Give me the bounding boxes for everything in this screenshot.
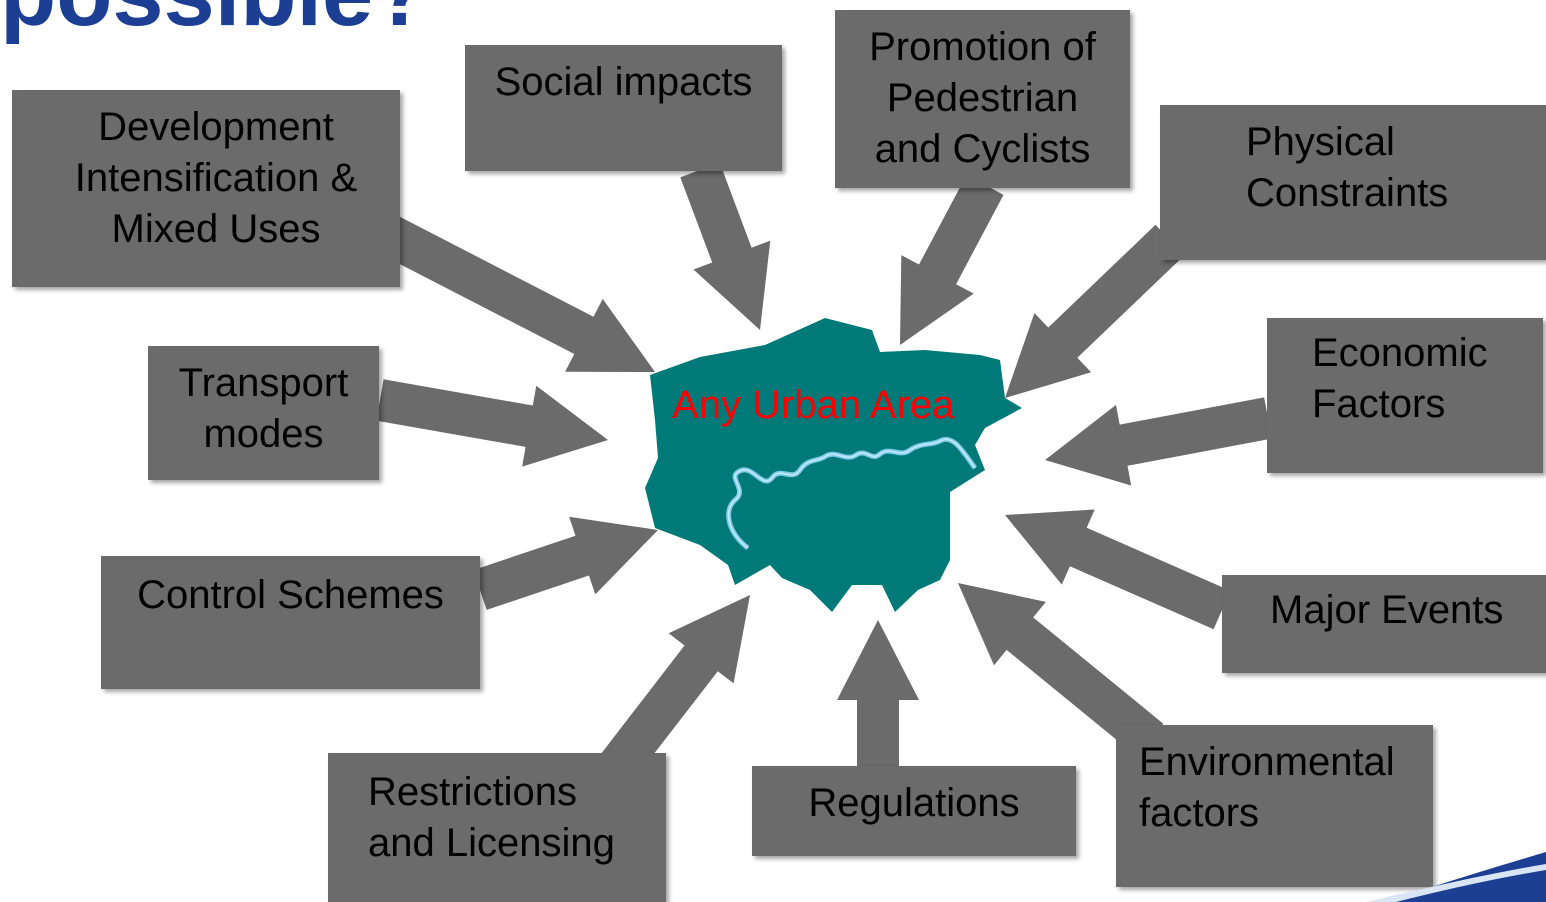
factor-box-development: Development Intensification & Mixed Uses [12, 90, 400, 287]
corner-swoosh-decoration [1366, 852, 1546, 902]
arrow-physical [1005, 224, 1185, 398]
urban-area-shape [645, 318, 1022, 612]
arrow-environmental [958, 583, 1164, 757]
arrow-economic [1045, 397, 1272, 486]
factor-box-economic: Economic Factors [1267, 318, 1543, 473]
urban-area-map [645, 318, 1022, 612]
arrow-control [473, 516, 658, 610]
factor-box-promotion: Promotion of Pedestrian and Cyclists [835, 10, 1130, 188]
factor-box-physical: Physical Constraints [1160, 105, 1546, 260]
arrow-regulations [837, 620, 919, 768]
factor-box-major-events: Major Events [1222, 575, 1546, 673]
factor-label-economic: Economic Factors [1312, 331, 1488, 426]
arrow-group [360, 162, 1272, 783]
factor-label-social: Social impacts [494, 60, 753, 104]
factor-box-environmental: Environmental factors [1116, 725, 1433, 887]
arrow-development [360, 206, 655, 372]
river-icon-highlight [727, 438, 976, 549]
factor-label-development: Development Intensification & Mixed Uses [74, 105, 358, 251]
factor-box-regulations: Regulations [752, 766, 1076, 856]
factor-box-control: Control Schemes [101, 556, 480, 689]
center-label: Any Urban Area [672, 383, 955, 427]
arrow-transport [376, 379, 608, 467]
factor-box-transport: Transport modes [148, 346, 379, 480]
factor-label-control: Control Schemes [137, 573, 444, 617]
arrow-major-events [1005, 509, 1231, 630]
factor-label-promotion: Promotion of Pedestrian and Cyclists [869, 25, 1096, 171]
arrow-promotion [900, 175, 1004, 345]
factor-label-regulations: Regulations [808, 781, 1020, 825]
factor-box-restrictions: Restrictions and Licensing [328, 753, 666, 902]
factor-label-physical: Physical Constraints [1246, 120, 1449, 215]
factor-box-social: Social impacts [465, 45, 782, 171]
factor-label-environmental: Environmental factors [1139, 740, 1395, 835]
arrow-social [680, 162, 771, 330]
factor-label-transport: Transport modes [178, 361, 349, 456]
arrow-restrictions [598, 595, 750, 783]
factor-label-major-events: Major Events [1270, 588, 1504, 632]
slide-title-fragment: possible? [0, 0, 429, 47]
factor-label-restrictions: Restrictions and Licensing [368, 770, 615, 865]
